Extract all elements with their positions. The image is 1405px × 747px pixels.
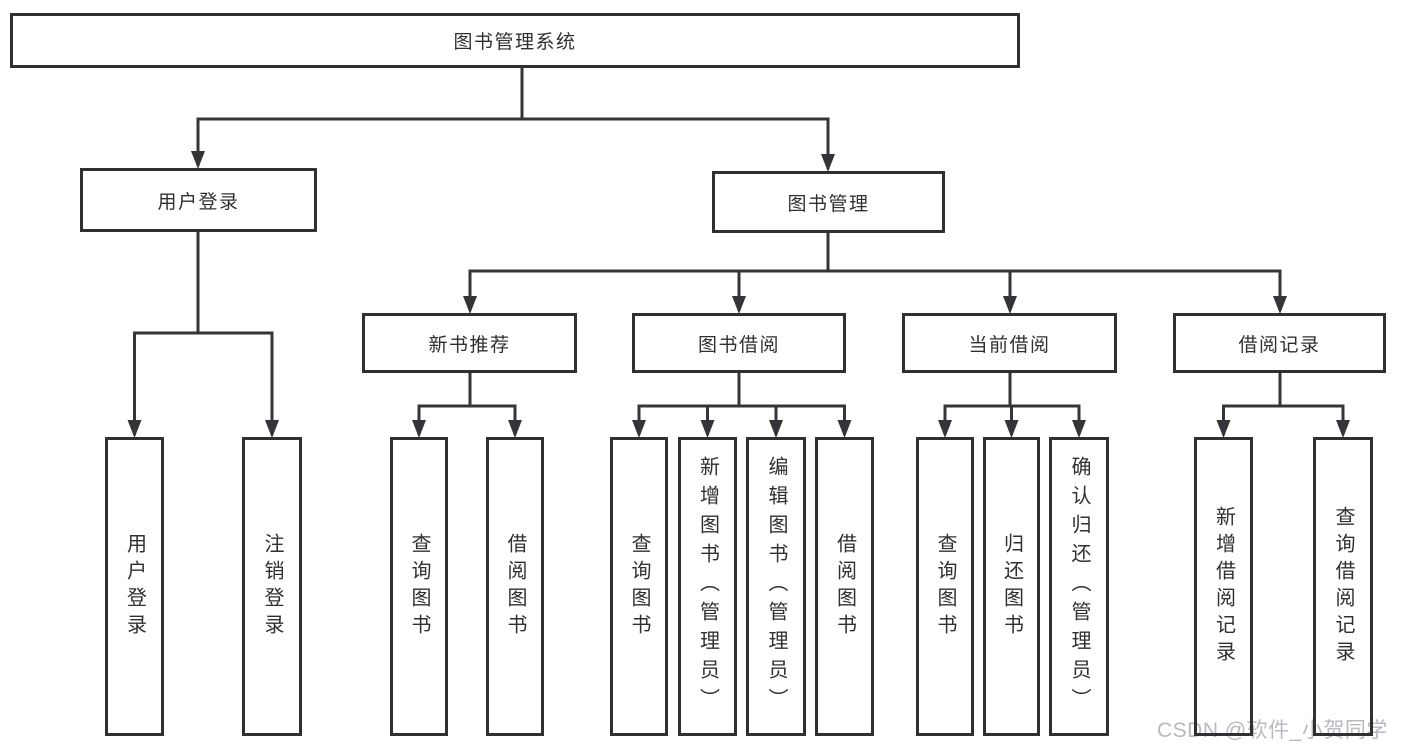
leaf-logout: 注销登录 [242,437,302,736]
node-book-management: 图书管理 [712,171,945,233]
node-label: 新书推荐 [428,334,511,356]
node-new-book-recommendation: 新书推荐 [362,313,577,373]
leaf-borrow-books-recommend: 借阅图书 [486,437,544,736]
node-label: 图书借阅 [697,334,780,356]
leaf-query-books-borrow: 查询图书 [610,437,668,736]
leaf-label: 借阅图书 [833,532,856,641]
node-label: 借阅记录 [1238,334,1321,356]
leaf-query-books-current: 查询图书 [916,437,974,736]
leaf-label: 注销登录 [261,532,283,641]
leaf-label: 确认归还（管理员） [1068,456,1090,717]
leaf-borrow-books: 借阅图书 [815,437,874,736]
arrowheads [127,151,1350,438]
node-label: 当前借阅 [968,334,1051,356]
leaf-edit-books-admin: 编辑图书（管理员） [746,437,806,736]
leaf-add-borrow-record: 新增借阅记录 [1194,437,1253,736]
leaf-user-login: 用户登录 [105,437,164,736]
leaf-query-books-recommend: 查询图书 [390,437,448,736]
leaf-return-books: 归还图书 [983,437,1040,736]
leaf-label: 新增图书（管理员） [696,456,719,717]
node-root-library-system: 图书管理系统 [10,13,1020,68]
leaf-label: 查询图书 [408,532,430,641]
node-current-borrowing: 当前借阅 [902,313,1117,373]
leaf-label: 查询图书 [628,532,650,641]
leaf-label: 借阅图书 [504,532,526,641]
node-label: 图书管理 [787,193,870,215]
node-book-borrowing: 图书借阅 [632,313,846,373]
leaf-label: 用户登录 [123,532,146,641]
csdn-watermark: CSDN @软件_小贺同学 [1157,719,1388,742]
leaf-query-borrow-record: 查询借阅记录 [1313,437,1373,736]
leaf-confirm-return-admin: 确认归还（管理员） [1049,437,1109,736]
leaf-label: 归还图书 [1000,532,1023,641]
leaf-label: 查询借阅记录 [1332,505,1354,668]
node-label: 图书管理系统 [453,32,577,53]
leaf-label: 编辑图书（管理员） [765,456,787,717]
tree-edges [133,67,1345,435]
leaf-add-books-admin: 新增图书（管理员） [678,437,737,736]
node-borrowing-records: 借阅记录 [1173,313,1386,373]
leaf-label: 查询图书 [934,532,956,641]
node-label: 用户登录 [157,191,240,213]
node-user-login: 用户登录 [80,168,317,232]
leaf-label: 新增借阅记录 [1212,505,1235,668]
